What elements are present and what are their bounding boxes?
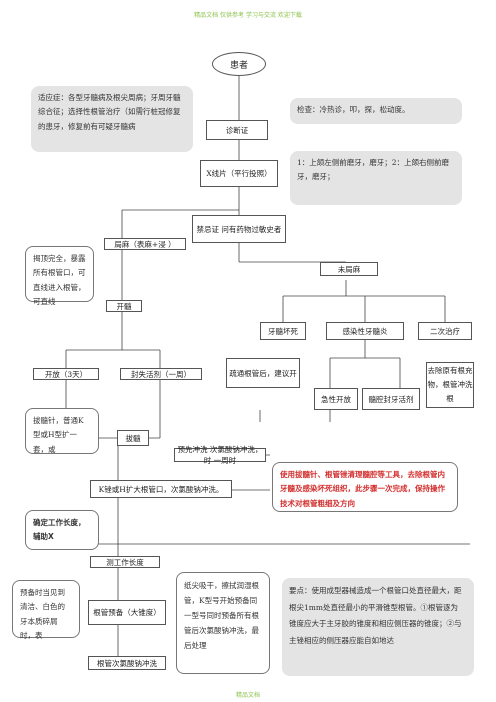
pulp-necrosis-step: 牙髓坏死 bbox=[260, 322, 306, 340]
dry-canal-step: 疏通根管后，建议开 bbox=[226, 358, 300, 388]
prep-left-note: 预备时当见到清洁、白色的牙本质碎屑时，表 bbox=[12, 580, 80, 640]
work-length-step: 测工作长度 bbox=[90, 556, 160, 568]
key-points-note: 要点：使用成型器械造成一个根管口处直径最大，距根尖1mm处直径最小的平滑锥型根管… bbox=[282, 578, 474, 676]
xray-note: 1：上颌左侧前磨牙，磨牙；2：上颌右侧前磨牙，磨牙； bbox=[290, 151, 462, 205]
indication-note: 适应症：各型牙髓病及根尖周病；牙周牙髓综合征；选择性根管治疗（如需行桩冠修复的患… bbox=[31, 86, 193, 152]
retreat-note: 去除原有根充物，根管冲洗根 bbox=[426, 362, 474, 408]
exam-note: 检查：冷热诊，叩，探，松动度。 bbox=[290, 98, 462, 124]
paper-point-note: 纸尖吸干，擦拭润湿根管，K型号开始预备同一型号同时预备所有根管后次氯酸钠冲洗，最… bbox=[176, 572, 270, 674]
anesthesia-step: 局麻（表麻+浸 ） bbox=[104, 238, 186, 250]
infected-canal-step: 感染性牙髓炎 bbox=[326, 322, 404, 340]
pulp-open-step: 开髓 bbox=[106, 300, 142, 312]
open-3days-step: 开放（3天） bbox=[33, 368, 99, 380]
diagnosis-step: 诊断证 bbox=[206, 120, 268, 140]
root-medicine-step: 封失活剂（一周） bbox=[120, 368, 202, 380]
canal-prep-step: 根管预备（大锥度） bbox=[88, 600, 166, 625]
no-anesthesia-step: 未局麻 bbox=[320, 262, 378, 276]
open-pulp-note: 揭顶完全，暴露所有根管口，可直线进入根管，可直线 bbox=[25, 246, 94, 306]
final-irrigation-step: 根管次氯酸钠冲洗 bbox=[88, 656, 166, 670]
xray-step: X线片（平行投照） bbox=[200, 160, 278, 187]
retreatment-step: 二次治疗 bbox=[418, 322, 472, 340]
start-node: 患者 bbox=[212, 52, 266, 76]
extirpation-step: 拔髓 bbox=[117, 430, 149, 446]
file-enlarge-step: K锉或H扩大根管口，次氯酸钠冲洗。 bbox=[90, 480, 232, 498]
work-length-note: 确定工作长度，辅助X bbox=[25, 510, 99, 550]
warning-note: 使用拔髓针、根管锉清理髓腔等工具，去除根管内牙髓及感染坏死组织，此步骤一次完成，… bbox=[272, 462, 458, 512]
allergy-step: 禁忌证 问有药物过敏史者 bbox=[192, 215, 286, 243]
extirpation-note: 拔髓针，普通K型或H型扩一套，或 bbox=[25, 408, 99, 454]
irrigation-step: 预先冲洗 次氯酸钠冲洗，时 一周时 bbox=[174, 445, 266, 465]
seal-med-step: 髓腔封牙活剂 bbox=[362, 388, 420, 410]
page-footer: 精品文档 bbox=[235, 692, 260, 699]
page-header: 精品文档 仅供参考 学习与交流 欢迎下载 bbox=[194, 12, 302, 19]
emergency-open-step: 急性开放 bbox=[314, 388, 358, 410]
